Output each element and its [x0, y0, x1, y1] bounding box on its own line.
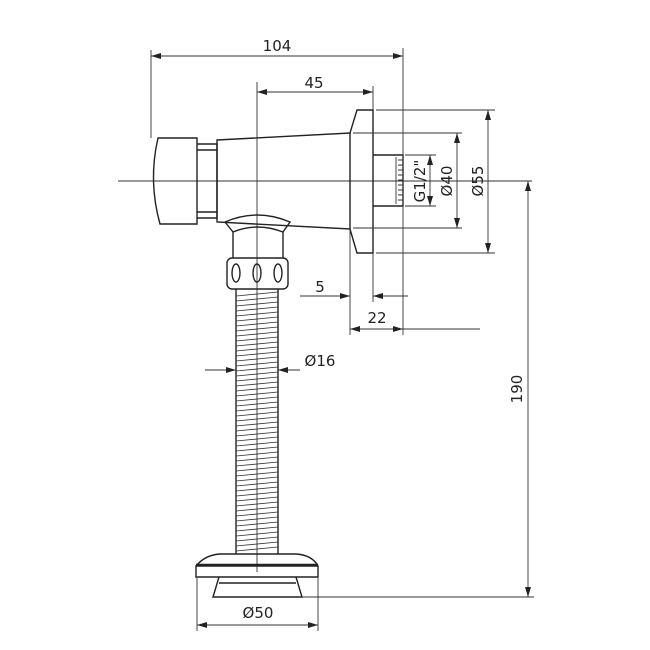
dim-label-55: Ø55	[469, 166, 487, 197]
hose-braid-line	[235, 326, 279, 332]
hose-braid-line	[235, 476, 279, 482]
dim-label-190: 190	[508, 375, 526, 404]
dim-label-16: Ø16	[305, 352, 336, 370]
hose-braid-line	[235, 306, 279, 312]
threaded-nipple	[373, 154, 404, 207]
hose-braid-line	[235, 491, 279, 497]
dim-label-5: 5	[315, 278, 325, 296]
hose-braid-line	[235, 496, 279, 502]
hose-braid-line	[235, 401, 279, 407]
hose-braid-line	[235, 296, 279, 302]
braided-hose	[235, 289, 279, 554]
hose-braid-line	[235, 506, 279, 512]
nut-facet	[273, 263, 283, 283]
hose-braid-line	[235, 431, 279, 437]
hose-braid-line	[235, 486, 279, 492]
nipple-threads	[395, 157, 403, 204]
hose-braid-line	[235, 481, 279, 487]
hose-braid-line	[235, 426, 279, 432]
hose-braid-line	[235, 291, 279, 297]
hose-braid-line	[235, 391, 279, 397]
tee-outlet	[224, 214, 292, 258]
hose-braid-line	[235, 316, 279, 322]
hose-braid-line	[235, 516, 279, 522]
hose-braid-line	[235, 536, 279, 542]
hose-braid-line	[235, 451, 279, 457]
hose-braid-line	[235, 346, 279, 352]
hose-braid-line	[235, 421, 279, 427]
hose-braid-line	[235, 321, 279, 327]
hose-braid-line	[235, 546, 279, 552]
nut-facet	[252, 263, 262, 283]
hose-braid-line	[235, 361, 279, 367]
hose-braid-line	[235, 331, 279, 337]
hose-braid-line	[235, 406, 279, 412]
hose-braid-line	[235, 436, 279, 442]
hose-braid-line	[235, 461, 279, 467]
hose-nut	[226, 257, 289, 290]
hose-braid-line	[235, 341, 279, 347]
hose-braid-line	[235, 356, 279, 362]
hose-braid-line	[235, 541, 279, 547]
base-foot	[212, 576, 303, 598]
hose-braid-line	[235, 521, 279, 527]
hose-braid-line	[235, 501, 279, 507]
hose-braid-line	[235, 301, 279, 307]
hose-braid-line	[235, 456, 279, 462]
nut-facet	[231, 263, 241, 283]
hose-braid-line	[235, 386, 279, 392]
hose-braid-line	[235, 466, 279, 472]
hose-braid-line	[235, 531, 279, 537]
hose-braid-line	[235, 396, 279, 402]
hose-braid-line	[235, 471, 279, 477]
hose-braid-line	[235, 351, 279, 357]
hose-braid-line	[235, 416, 279, 422]
dim-label-thread: G1/2"	[411, 160, 429, 203]
hose-braid-line	[235, 311, 279, 317]
hose-braid-line	[235, 441, 279, 447]
dim-label-40: Ø40	[438, 166, 456, 197]
dim-label-50: Ø50	[243, 604, 274, 622]
push-button-knob	[152, 137, 198, 225]
hose-braid-line	[235, 336, 279, 342]
hose-braid-line	[235, 526, 279, 532]
hose-braid-line	[235, 381, 279, 387]
hose-braid-line	[235, 511, 279, 517]
wall-flange	[349, 109, 374, 254]
dim-label-45: 45	[304, 74, 323, 92]
hose-braid-line	[235, 366, 279, 372]
hose-braid-line	[235, 376, 279, 382]
hose-braid-line	[235, 446, 279, 452]
hose-braid-line	[235, 371, 279, 377]
hose-braid-line	[235, 411, 279, 417]
dim-label-22: 22	[367, 309, 386, 327]
dim-label-104: 104	[263, 37, 292, 55]
